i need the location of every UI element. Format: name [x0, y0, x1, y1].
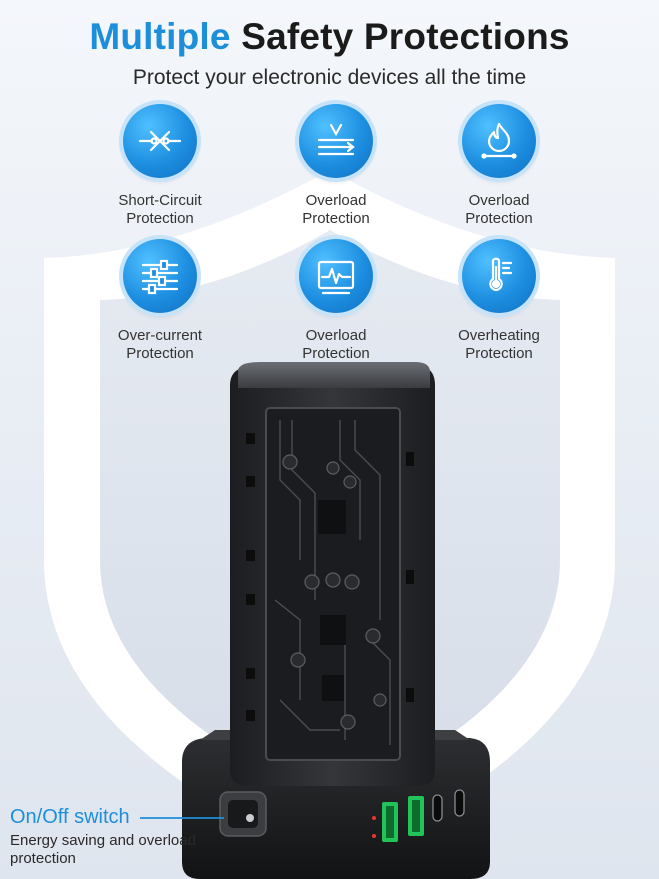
feature-label: Short-Circuit Protection: [118, 192, 202, 227]
switch-description: Energy saving and overload protection: [10, 832, 196, 867]
fire-icon: [481, 122, 517, 159]
feature-circle: [123, 104, 197, 178]
sliders-icon: [141, 259, 179, 295]
feature-overload-voltage: Overload Protection: [261, 104, 411, 228]
feature-overload-pulse: Overload Protection: [261, 239, 411, 363]
feature-circle: [299, 104, 373, 178]
feature-label: Over-current Protection: [117, 327, 203, 362]
feature-circle: [462, 239, 536, 313]
feature-label: Overload Protection: [302, 327, 370, 362]
short-circuit-icon: [138, 130, 182, 152]
feature-label: Overload Protection: [465, 192, 533, 227]
pulse-icon: [317, 260, 355, 295]
feature-circle: [123, 239, 197, 313]
feature-label: Overheating Protection: [458, 327, 540, 362]
feature-circle: [299, 239, 373, 313]
feature-overload-fire: Overload Protection: [424, 104, 574, 228]
feature-overheating: Overheating Protection: [424, 239, 574, 363]
switch-title: On/Off switch: [10, 806, 130, 828]
feature-circle: [462, 104, 536, 178]
feature-short-circuit: Short-Circuit Protection: [85, 104, 235, 228]
title-accent: Multiple: [89, 16, 231, 57]
page-title: Multiple Safety Protections: [0, 16, 659, 58]
thermometer-icon: [489, 257, 513, 292]
page-subtitle: Protect your electronic devices all the …: [132, 66, 527, 89]
title-rest: Safety Protections: [241, 16, 570, 57]
feature-label: Overload Protection: [302, 192, 370, 227]
voltage-icon: [317, 123, 355, 156]
feature-over-current: Over-current Protection: [85, 239, 235, 363]
